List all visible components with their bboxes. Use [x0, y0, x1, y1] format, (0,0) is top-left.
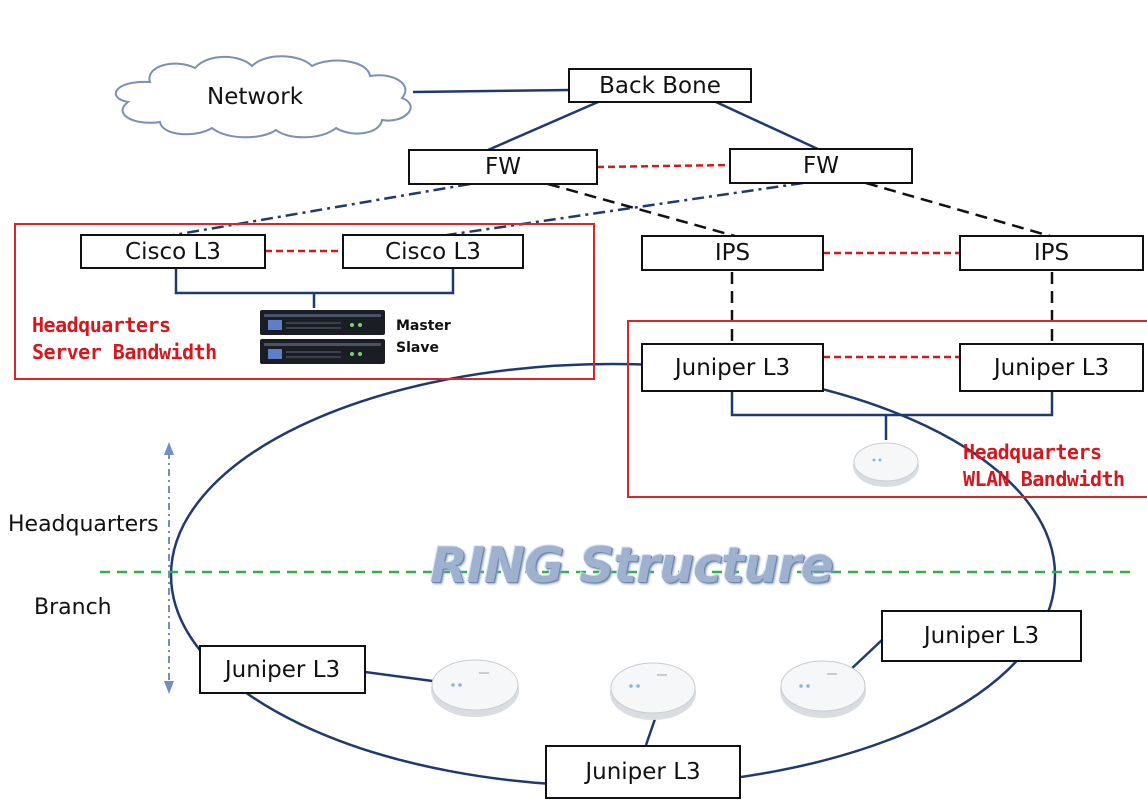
- server-icon: [260, 310, 385, 364]
- juniper-branch-bottom-node: Juniper L3: [545, 745, 741, 799]
- network-label: Network: [207, 84, 304, 110]
- access-point-branch-right-icon: [780, 660, 866, 718]
- hq-server-zone-line2: Server Bandwidth: [32, 340, 217, 364]
- access-point-branch-bottom-icon: [610, 662, 696, 720]
- server-slave-label: Slave: [396, 340, 439, 356]
- link-backbone-fw-left: [487, 100, 599, 152]
- juniper-branch-left-node: Juniper L3: [199, 645, 366, 694]
- link-fw-redundancy: [596, 163, 731, 169]
- access-point-branch-left-icon: [431, 659, 519, 717]
- link-juniper-hq-bracket: [730, 392, 1054, 417]
- cisco-l3-left-node: Cisco L3: [80, 234, 266, 269]
- server-master-label: Master: [396, 318, 451, 334]
- juniper-hq-right-node: Juniper L3: [959, 343, 1144, 392]
- cisco-l3-right-node: Cisco L3: [342, 234, 524, 269]
- ring-structure-title: RING Structure: [430, 537, 834, 594]
- link-fw-left-cisco-left: [167, 182, 471, 238]
- ips-right-node: IPS: [959, 235, 1144, 271]
- ips-left-node: IPS: [641, 235, 824, 271]
- hq-server-zone: [14, 223, 595, 380]
- fw-right-node: FW: [729, 148, 913, 184]
- hq-wlan-zone-line2: WLAN Bandwidth: [963, 467, 1125, 491]
- juniper-branch-right-node: Juniper L3: [881, 610, 1082, 662]
- link-branch-bottom-ap: [644, 715, 658, 746]
- link-fw-left-ips-left: [547, 182, 736, 238]
- link-backbone-fw-right: [715, 100, 821, 152]
- hq-server-zone-line1: Headquarters: [32, 313, 171, 337]
- link-fw-right-cisco-right: [439, 181, 804, 238]
- region-headquarters-label: Headquarters: [8, 512, 159, 537]
- region-branch-label: Branch: [34, 595, 112, 620]
- hq-wlan-zone: [627, 320, 1147, 498]
- network-cloud-icon: [114, 55, 412, 139]
- backbone-node: Back Bone: [568, 68, 752, 103]
- fw-left-node: FW: [408, 149, 598, 185]
- link-branch-left-ap: [364, 670, 441, 684]
- vertical-arrow: [164, 442, 174, 694]
- hq-wlan-zone-line1: Headquarters: [963, 440, 1102, 464]
- hq-server-zone-label: Headquarters Server Bandwidth: [32, 312, 217, 366]
- access-point-hq-icon: [853, 442, 919, 487]
- hq-wlan-zone-label: Headquarters WLAN Bandwidth: [963, 439, 1125, 493]
- link-fw-right-ips-right: [865, 181, 1051, 238]
- link-network-backbone: [412, 88, 571, 94]
- juniper-hq-left-node: Juniper L3: [641, 343, 824, 392]
- link-branch-right-ap: [847, 639, 883, 673]
